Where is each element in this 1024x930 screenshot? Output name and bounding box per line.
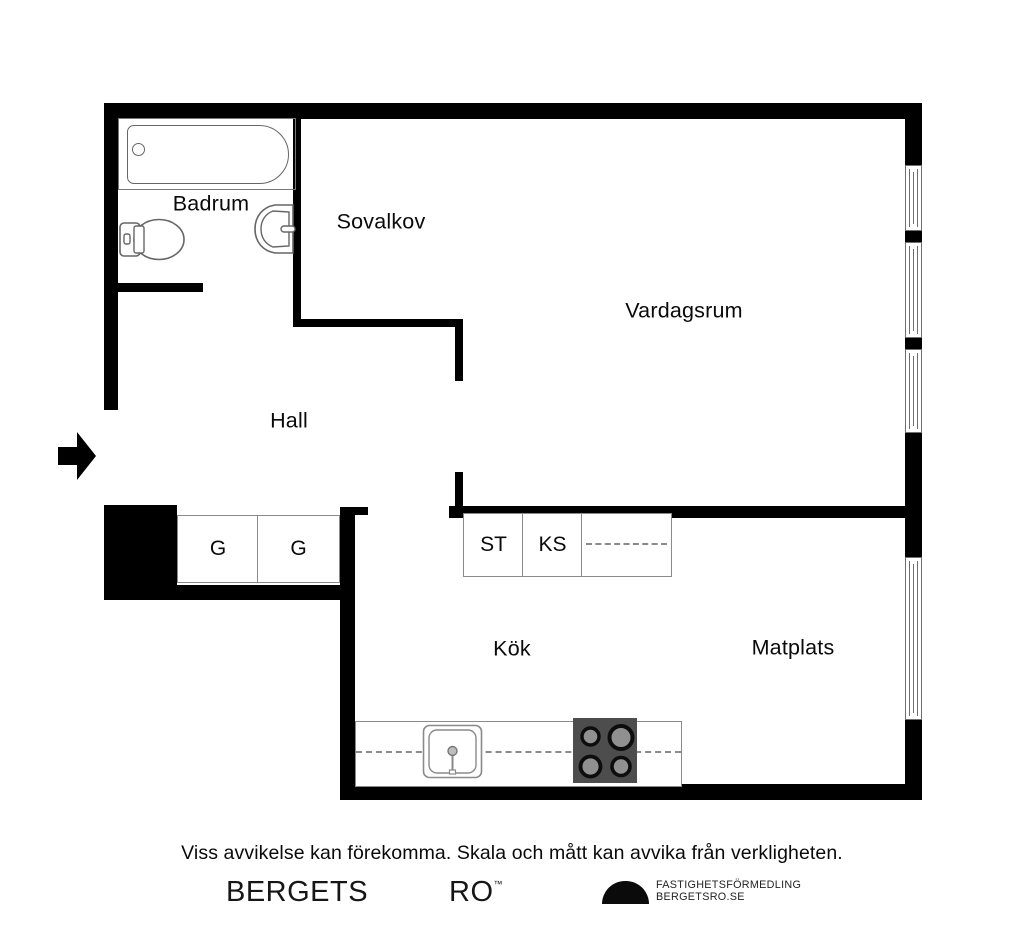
window-symbol xyxy=(905,242,922,338)
wall-top xyxy=(104,103,922,119)
window-symbol xyxy=(905,349,922,433)
wall-right-mullion2 xyxy=(905,338,922,349)
wardrobe-box-g1: G xyxy=(177,515,259,583)
wall-stub-upper xyxy=(455,327,463,381)
agency-line2: BERGETSRO.SE xyxy=(656,891,745,903)
closet-label: KS xyxy=(538,533,567,556)
wall-hall-shaft-block xyxy=(104,505,177,587)
wall-sovalkov-bottom xyxy=(293,319,463,327)
wardrobe-label: G xyxy=(209,537,227,560)
closet-label: ST xyxy=(480,533,507,556)
window-symbol xyxy=(905,165,922,231)
window-symbol xyxy=(905,557,922,720)
room-label-sovalkov: Sovalkov xyxy=(336,209,426,234)
room-label-hall: Hall xyxy=(270,408,308,433)
kitchen-sink-icon xyxy=(422,724,483,779)
wall-bottom xyxy=(340,784,922,800)
agency-text-block: FASTIGHETSFÖRMEDLING BERGETSRO.SE xyxy=(656,879,801,903)
wall-stub-lower xyxy=(455,472,463,508)
wall-left-upper xyxy=(104,103,118,410)
wardrobe-label: G xyxy=(290,537,307,560)
counter-box xyxy=(581,513,672,577)
wall-right-seg3 xyxy=(905,720,922,800)
fridge-box-ks: KS xyxy=(522,513,583,577)
wall-bathroom-south xyxy=(118,283,203,292)
wall-right-mullion1 xyxy=(905,231,922,242)
toilet-icon xyxy=(119,218,185,261)
room-label-vardagsrum: Vardagsrum xyxy=(625,298,743,323)
dome-logo-icon xyxy=(602,881,649,904)
cleaning-closet-box-st: ST xyxy=(463,513,524,577)
brand-bergets-logo: BERGETS xyxy=(226,876,369,908)
stove-icon xyxy=(573,718,637,783)
trademark-symbol: ™ xyxy=(493,879,503,889)
counter-dash-line xyxy=(356,751,681,753)
agency-line1: FASTIGHETSFÖRMEDLING xyxy=(656,879,802,891)
entrance-arrow-icon xyxy=(58,432,96,480)
wall-kitchen-left xyxy=(340,507,355,800)
room-label-badrum: Badrum xyxy=(172,191,250,216)
bathtub-icon xyxy=(118,118,296,190)
room-label-kok: Kök xyxy=(493,636,531,661)
disclaimer-text: Viss avvikelse kan förekomma. Skala och … xyxy=(181,842,843,864)
wall-hall-bottom xyxy=(104,585,355,600)
wall-kitchen-left-notch xyxy=(340,507,368,515)
wall-right-seg1 xyxy=(905,103,922,165)
brand-ro-logo: RO™ xyxy=(449,876,503,909)
wall-sovalkov-left xyxy=(293,118,301,327)
washbasin-icon xyxy=(254,204,296,254)
counter-dash-line xyxy=(586,543,667,545)
wardrobe-box-g2: G xyxy=(257,515,340,583)
wall-right-seg2 xyxy=(905,433,922,557)
room-label-matplats: Matplats xyxy=(751,635,835,660)
brand-ro-text: RO xyxy=(449,876,494,908)
